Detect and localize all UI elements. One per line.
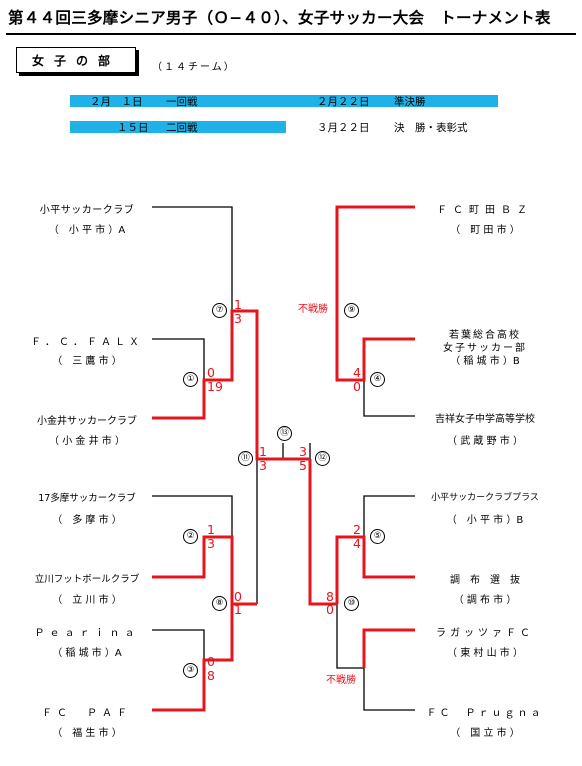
match-number: ① — [183, 372, 198, 387]
team-name: 小金井サッカークラブ — [37, 416, 137, 427]
team-name: 立川フットボールクラブ — [34, 574, 140, 585]
score: 4 — [353, 365, 361, 380]
schedule-date: ２月２２日 — [317, 96, 370, 108]
score: 3 — [259, 458, 267, 473]
match-number: ⑤ — [370, 529, 385, 544]
schedule-round: 準決勝 — [394, 96, 426, 108]
score: 4 — [353, 536, 361, 551]
team-name: 吉祥女子中学高等学校 — [435, 414, 535, 425]
team-name: ＦＣ ＰＡＦ — [42, 708, 132, 719]
title-underline — [6, 33, 576, 35]
walkover-label: 不戦勝 — [298, 304, 328, 315]
score: 8 — [326, 589, 334, 604]
winner-line — [308, 459, 337, 606]
winner-line — [152, 535, 257, 606]
match-number: ⑩ — [344, 596, 359, 611]
team-city: （ 立 川 市 ） — [52, 595, 122, 606]
walkover-label: 不戦勝 — [326, 675, 356, 686]
score: 0 — [326, 602, 334, 617]
team-name: Ｆ．Ｃ．ＦＡＬＸ — [31, 337, 143, 348]
score: 3 — [234, 311, 242, 326]
team-city: （ 稲 城 市 ）B — [450, 356, 520, 367]
team-name: 小平サッカークラブプラス — [431, 493, 539, 503]
score: 19 — [207, 379, 223, 394]
bracket-line — [363, 668, 415, 711]
winner-line — [335, 205, 415, 311]
team-city: （ 武 蔵 野 市 ） — [447, 436, 523, 447]
match-number: ④ — [370, 372, 385, 387]
schedule-round: 二回戦 — [166, 122, 198, 134]
winner-line — [362, 628, 415, 668]
team-name: ラガッツァＦＣ — [436, 628, 534, 639]
winner-line — [335, 535, 415, 604]
team-count: （１４チーム） — [152, 62, 236, 73]
team-name: 調 布 選 抜 — [450, 575, 520, 586]
bracket-line — [152, 629, 205, 660]
score: 3 — [207, 536, 215, 551]
match-number: ⑪ — [238, 451, 253, 466]
section-box — [16, 47, 136, 73]
team-city: （ 多 摩 市 ） — [52, 515, 122, 526]
team-city: （ 三 鷹 市 ） — [52, 356, 122, 367]
score: 1 — [259, 444, 267, 459]
bracket-line — [363, 495, 415, 537]
score: 1 — [207, 522, 215, 537]
bracket-line — [336, 604, 364, 669]
match-number: ⑦ — [212, 303, 227, 318]
team-city: （ 福 生 市 ） — [52, 728, 122, 739]
schedule-date: １５日 — [117, 122, 149, 134]
team-name: 17多摩サッカークラブ — [38, 493, 136, 504]
team-city: （ 小 平 市 ）B — [446, 515, 524, 526]
team-name-line2: 女子サッカー部 — [443, 343, 527, 354]
page-title: 第４４回三多摩シニア男子（Ｏ−４０）、女子サッカー大会 トーナメント表 — [8, 9, 551, 27]
team-name: ＦＣ町田ＢＺ — [437, 205, 533, 216]
schedule-round: 一回戦 — [166, 96, 198, 108]
team-city: （ 町 田 市 ） — [450, 225, 520, 236]
score: 1 — [234, 297, 242, 312]
score: 2 — [353, 522, 361, 537]
score: 0 — [207, 365, 215, 380]
team-city: （ 東 村 山 市 ） — [447, 648, 523, 659]
score: 5 — [299, 458, 307, 473]
bracket-line — [152, 206, 233, 311]
score: 1 — [234, 602, 242, 617]
team-name: ＦＣ Ｐｒｕｇｎａ — [426, 708, 544, 719]
team-city: （ 小 平 市 ）A — [48, 225, 126, 236]
team-name: 小平サッカークラブ — [39, 205, 135, 216]
bracket-line — [152, 495, 233, 537]
bracket-line — [363, 380, 415, 417]
team-name: 若葉総合高校 — [449, 330, 521, 341]
match-number: ⑬ — [277, 426, 292, 441]
team-city: （ 国 立 市 ） — [450, 728, 520, 739]
match-number: ⑧ — [212, 596, 227, 611]
section-label: 女子の部 — [31, 54, 120, 68]
schedule-bar-1 — [70, 95, 498, 107]
score: 0 — [207, 654, 215, 669]
score: 8 — [207, 668, 215, 683]
score: 0 — [353, 379, 361, 394]
bracket-line — [152, 338, 205, 380]
match-number: ⑨ — [344, 303, 359, 318]
match-number: ⑫ — [315, 451, 330, 466]
schedule-date: ３月２２日 — [317, 122, 370, 134]
team-name: Ｐｅａｒｉｎａ — [34, 628, 140, 639]
winner-line — [152, 604, 234, 712]
schedule-round: 決 勝・表彰式 — [394, 122, 468, 134]
team-city: （ 小 金 井 市 ） — [49, 436, 125, 447]
schedule-date: ２月 １日 — [90, 96, 143, 108]
schedule-bar-2 — [70, 121, 286, 133]
match-number: ③ — [183, 663, 198, 678]
winner-line — [152, 309, 283, 461]
score: 0 — [234, 589, 242, 604]
winner-line — [335, 311, 415, 382]
score: 3 — [299, 444, 307, 459]
team-city: （ 調 布 市 ） — [453, 595, 517, 606]
team-city: （ 稲 城 市 ）A — [52, 648, 122, 659]
match-number: ② — [183, 529, 198, 544]
